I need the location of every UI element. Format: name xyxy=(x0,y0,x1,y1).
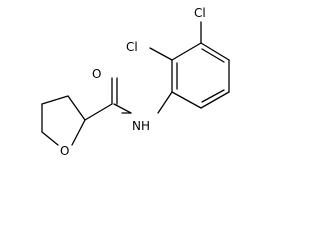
amide-nh-label: NH xyxy=(132,119,150,133)
cl-left-label: Cl xyxy=(126,40,138,54)
ring-bond-c3-c4 xyxy=(200,42,230,61)
ring-double-bond-inner-3 xyxy=(201,89,225,103)
thf-bond-c3-c4 xyxy=(41,95,69,105)
bond-carbonyl-c-to-ring-c2 xyxy=(84,103,113,121)
thf-bond-c2-c3 xyxy=(67,95,86,121)
tetrahydrofuran-ring xyxy=(41,95,86,146)
bond-carbonyl-c-to-n-diag xyxy=(113,103,132,114)
bond-c1-n xyxy=(157,91,173,114)
thf-bond-o-c2 xyxy=(71,119,86,146)
ring-oxygen-label: O xyxy=(60,144,69,158)
carbonyl-oxygen-label: O xyxy=(92,67,101,81)
ring-bond-c2-c3 xyxy=(171,42,202,61)
bond-c2-cl xyxy=(149,47,173,61)
benzene-ring xyxy=(171,42,230,109)
cl-top-label: Cl xyxy=(194,6,206,20)
thf-bond-c5-o xyxy=(41,131,59,146)
ring-bond-c5-c6 xyxy=(200,91,230,109)
ring-bond-c6-c1 xyxy=(171,91,202,109)
molecule-structure: Cl Cl O NH O xyxy=(41,6,230,158)
ring-double-bond-inner-2 xyxy=(201,48,225,63)
